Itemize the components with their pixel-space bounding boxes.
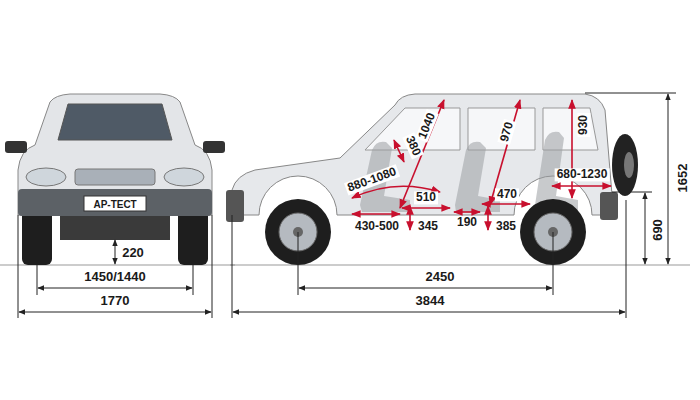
wheelbase-dimension: 2450 xyxy=(424,270,457,284)
dimension-line-part xyxy=(553,232,554,295)
interior-dimension: 1040 xyxy=(415,109,439,142)
front-view-car-part xyxy=(5,141,27,153)
interior-dimension-part xyxy=(400,100,444,208)
dimension-line xyxy=(232,93,676,318)
dimension-line-part xyxy=(626,200,627,318)
interior-dimension: 680-1230 xyxy=(555,168,610,181)
side-view-car-part xyxy=(624,152,634,178)
interior-dimension-part xyxy=(571,100,573,198)
interior-dimension: 345 xyxy=(416,220,440,233)
license-plate-text: АР-ТЕСТ xyxy=(91,198,138,209)
front-view-car-part xyxy=(84,196,146,211)
dimension-line-part xyxy=(298,232,299,295)
interior-dimension: 510 xyxy=(414,191,438,204)
front-view-car-part xyxy=(18,189,212,216)
front-view-car-part xyxy=(26,168,66,186)
interior-dimension-part xyxy=(454,211,480,213)
interior-dimension: 190 xyxy=(455,216,479,229)
dimension-line-part xyxy=(115,240,116,264)
front-view-car-part xyxy=(164,168,204,186)
interior-dimension: 430-500 xyxy=(353,220,401,233)
side-view-car-part xyxy=(455,142,500,212)
front-view-car xyxy=(5,94,225,265)
height-dimension: 1652 xyxy=(676,162,690,195)
dimension-line-part xyxy=(232,215,233,318)
clearance-dimension: 220 xyxy=(120,246,146,260)
interior-dimension-part xyxy=(409,206,411,230)
dimension-line-part xyxy=(299,288,552,289)
side-view-car-part xyxy=(612,134,638,196)
interior-dimension: 385 xyxy=(494,220,518,233)
front-view-car-part xyxy=(58,104,172,140)
front-view-car-part xyxy=(203,141,225,153)
interior-dimension: 930 xyxy=(577,113,590,137)
interior-dimension-part xyxy=(352,213,400,215)
height-dimension: 690 xyxy=(651,217,665,243)
side-view-car xyxy=(226,94,638,265)
ground-line xyxy=(0,265,690,266)
dimension-line-part xyxy=(645,193,646,264)
dimension-line-part xyxy=(193,265,194,295)
dimension-line-part xyxy=(38,288,192,289)
side-view-car-part xyxy=(226,190,244,222)
dimension-line-part xyxy=(19,312,211,313)
dimension-line-part xyxy=(233,312,625,313)
length-dimension: 3844 xyxy=(414,294,447,308)
interior-dimension: 880-1080 xyxy=(344,164,400,195)
side-view-car-part xyxy=(600,192,618,220)
track-dimension: 1450/1440 xyxy=(82,270,147,284)
dimension-line-part xyxy=(585,93,676,94)
interior-dimension-part xyxy=(482,203,530,205)
interior-dimension: 970 xyxy=(497,119,516,146)
interior-dimension-part xyxy=(394,140,404,162)
interior-dimension: 470 xyxy=(495,188,519,201)
interior-dimension-part xyxy=(552,185,611,187)
side-view-car-part xyxy=(232,94,612,215)
front-view-car-part xyxy=(18,94,212,215)
front-view-car-part xyxy=(60,216,170,240)
dimension-line-part xyxy=(18,215,19,318)
width-dimension: 1770 xyxy=(99,294,132,308)
dimension-line-part xyxy=(37,265,38,295)
front-view-car-part xyxy=(75,169,155,185)
dimension-line-part xyxy=(668,94,669,264)
dimension-line xyxy=(18,215,212,318)
interior-dimension-part xyxy=(490,100,520,205)
interior-dimension-part xyxy=(487,206,489,230)
dimension-line-part xyxy=(612,192,652,193)
dimension-line-part xyxy=(212,215,213,318)
